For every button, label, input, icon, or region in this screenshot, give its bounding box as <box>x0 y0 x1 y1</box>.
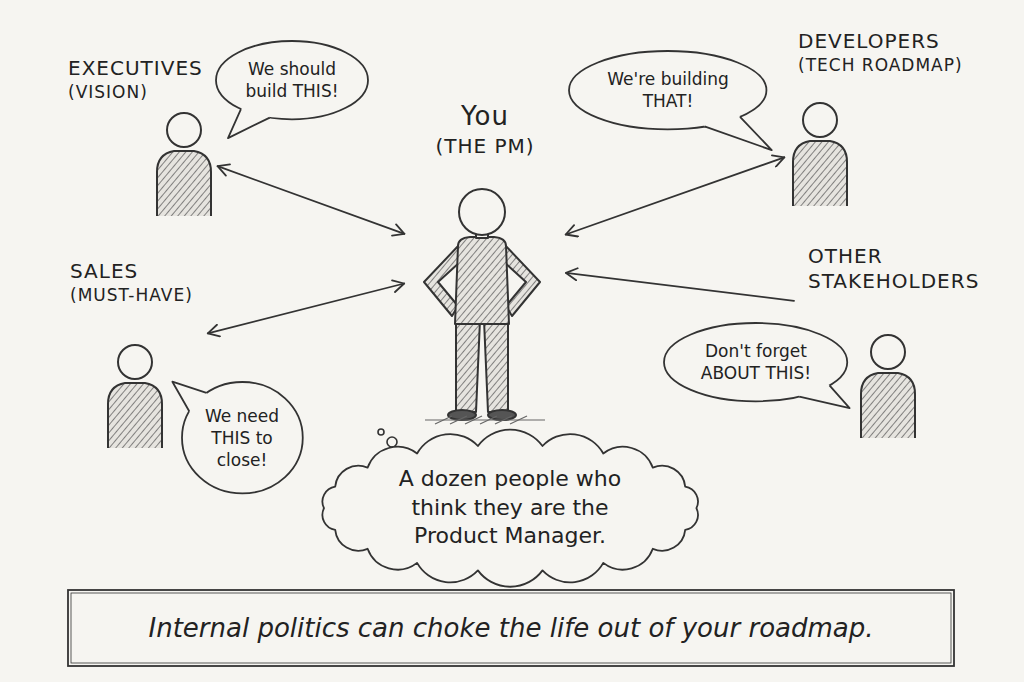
person-label: EXECUTIVES(VISION) <box>68 56 213 104</box>
speech-text: We're building THAT! <box>602 68 734 112</box>
connector-arrow <box>208 284 404 334</box>
role-note: (TECH ROADMAP) <box>798 54 988 77</box>
person-label: SALES(MUST-HAVE) <box>70 259 200 307</box>
thought-text: A dozen people who think they are the Pr… <box>387 465 633 551</box>
role-name: SALES <box>70 259 200 284</box>
bubble-outline <box>215 40 369 120</box>
speech-bubble: We're building THAT! <box>568 50 767 130</box>
ground-shadow <box>425 416 545 424</box>
role-name: EXECUTIVES <box>68 56 213 81</box>
executive-figure <box>157 113 211 216</box>
person-label: You(THE PM) <box>410 100 560 160</box>
thought-dots <box>378 429 397 447</box>
caption-box: Internal politics can choke the life out… <box>68 592 954 664</box>
role-name: OTHER STAKEHOLDERS <box>808 244 978 294</box>
person-label: DEVELOPERS(TECH ROADMAP) <box>798 29 988 77</box>
person-group: EXECUTIVES(VISION) <box>62 52 212 222</box>
caption: Internal politics can choke the life out… <box>148 613 873 643</box>
bubble-outline <box>663 322 848 402</box>
role-name: You <box>410 100 560 133</box>
caption-frame <box>68 590 954 666</box>
speech-text: Don't forget ABOUT THIS! <box>695 340 817 384</box>
thought-cloud: A dozen people who think they are the Pr… <box>323 444 697 572</box>
speech-bubble: We need THIS to close! <box>181 381 304 494</box>
role-note: (THE PM) <box>410 133 560 160</box>
person-group: You(THE PM) <box>410 98 560 428</box>
speech-text: We should build THIS! <box>242 58 342 102</box>
sales-figure <box>108 345 162 448</box>
speech-text: We need THIS to close! <box>203 405 281 471</box>
person-label: OTHER STAKEHOLDERS <box>808 244 978 294</box>
bubble-text-wrap: We should build THIS! <box>242 58 342 102</box>
bubble-text-wrap: We're building THAT! <box>602 68 734 112</box>
bubble-text-wrap: Don't forget ABOUT THIS! <box>695 340 817 384</box>
developer-figure <box>793 103 847 206</box>
role-note: (MUST-HAVE) <box>70 284 200 307</box>
bubble-text-wrap: A dozen people who think they are the Pr… <box>387 465 633 551</box>
speech-bubble: Don't forget ABOUT THIS! <box>663 322 848 402</box>
pm-figure <box>424 189 540 420</box>
role-name: DEVELOPERS <box>798 29 988 54</box>
bubble-outline <box>568 50 767 130</box>
speech-bubble: We should build THIS! <box>215 40 369 120</box>
person-group: SALES(MUST-HAVE) <box>62 255 202 450</box>
stakeholder-figure <box>861 335 915 438</box>
connector-arrow <box>566 157 785 234</box>
role-note: (VISION) <box>68 81 213 104</box>
person-group: DEVELOPERS(TECH ROADMAP) <box>790 25 990 215</box>
bubble-text-wrap: We need THIS to close! <box>203 405 281 471</box>
connector-arrow <box>566 273 794 301</box>
connector-arrow <box>218 166 405 234</box>
